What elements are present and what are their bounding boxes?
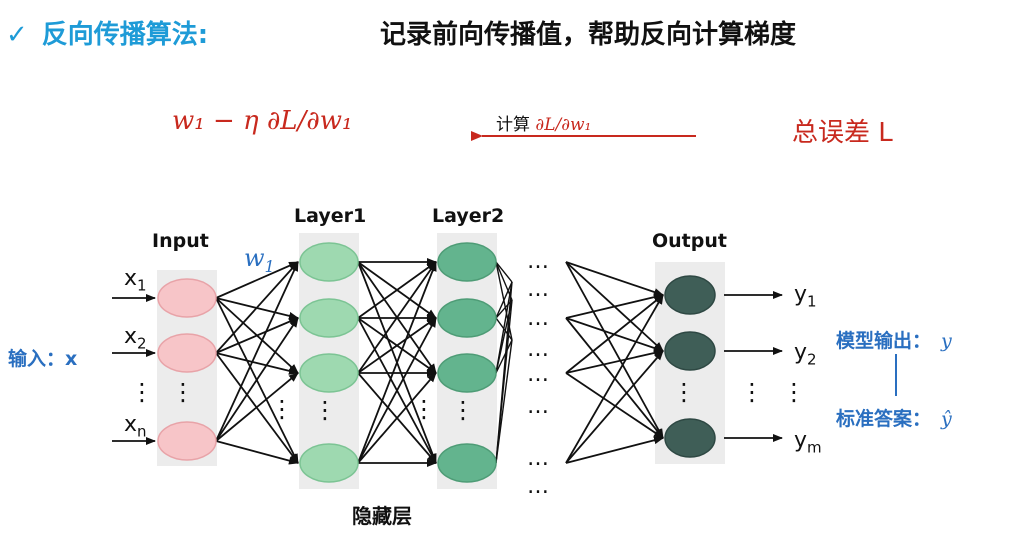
edge (565, 372, 664, 439)
edge (565, 261, 664, 296)
horizontal-ellipsis: … (527, 394, 549, 419)
edge (565, 261, 664, 439)
slide-title: 反向传播算法: (41, 20, 209, 50)
output-node (664, 331, 716, 371)
layer-title-layer1: Layer1 (294, 205, 367, 227)
connection-edges (215, 258, 664, 467)
ground-truth-label: 标准答案：ŷ (836, 408, 952, 430)
compute-gradient-label: 计算 ∂L/∂w₁ (496, 110, 591, 135)
output-label-ym: ym (794, 428, 822, 457)
output-node (664, 275, 716, 315)
vertical-ellipsis: ⋮ (313, 396, 337, 424)
edge (565, 294, 664, 374)
edge (565, 294, 664, 464)
compute-prefix: 计算 (496, 115, 530, 135)
vertical-ellipsis: ⋮ (171, 378, 195, 406)
title-left: ✓ 反向传播算法: (6, 14, 208, 51)
edge-partial (495, 299, 513, 464)
edge (565, 293, 664, 319)
layer-title-input: Input (152, 230, 209, 252)
edge (215, 261, 299, 299)
input-label-xn: xn (124, 412, 147, 441)
layer2-node (437, 242, 497, 282)
input-node (157, 278, 217, 318)
input-label-x2: x2 (124, 324, 147, 353)
model-output-label: 模型输出：y (836, 330, 952, 352)
edge-partial (495, 339, 513, 464)
layer-title-output: Output (652, 230, 727, 252)
layer-title-layer2: Layer2 (432, 205, 505, 227)
edge (357, 372, 437, 464)
ellipsis-marks: ⋮⋮⋮⋮⋮⋮⋮⋮⋮…………………… (130, 249, 806, 499)
edge (215, 352, 299, 375)
input-side-label: 输入：x (8, 348, 78, 370)
edge (215, 261, 299, 442)
edge (215, 317, 299, 354)
output-label-y1: y1 (794, 282, 817, 311)
edge (357, 261, 437, 464)
hidden-layer-label: 隐藏层 (352, 504, 412, 528)
horizontal-ellipsis: … (527, 362, 549, 387)
edge-partial (495, 261, 513, 283)
edge (565, 349, 664, 374)
vertical-ellipsis: ⋮ (270, 395, 294, 423)
edge (215, 261, 299, 354)
compute-expression: ∂L/∂w₁ (535, 115, 592, 135)
vertical-ellipsis: ⋮ (451, 396, 475, 424)
layer1-node (299, 353, 359, 393)
weight-update-formula: w₁ − η ∂L/∂w₁ (172, 106, 353, 136)
vertical-ellipsis: ⋮ (130, 378, 154, 406)
edge-partial (495, 299, 513, 319)
io-arrows (112, 291, 783, 445)
input-node (157, 333, 217, 373)
output-label-y2: y2 (794, 340, 817, 369)
horizontal-ellipsis: … (527, 337, 549, 362)
slide-subtitle: 记录前向传播值，帮助反向计算梯度 (380, 20, 797, 50)
layer1-node (299, 298, 359, 338)
edge (215, 317, 299, 442)
edge (357, 261, 437, 319)
total-error-label: 总误差 L (792, 118, 893, 148)
edge (215, 372, 299, 442)
layer2-node (437, 443, 497, 483)
edge (565, 350, 664, 464)
edge (565, 436, 664, 464)
layer1-node (299, 242, 359, 282)
edge-partial (495, 339, 513, 374)
edge (357, 317, 437, 464)
vertical-ellipsis: ⋮ (412, 395, 436, 423)
layer2-node (437, 298, 497, 338)
edge (357, 317, 437, 374)
weight-w1-label: w1 (244, 244, 275, 276)
vertical-ellipsis: ⋮ (782, 378, 806, 406)
network-nodes (157, 242, 716, 483)
edge (357, 261, 437, 374)
edge-partial (495, 281, 513, 319)
horizontal-ellipsis: … (527, 277, 549, 302)
layer2-node (437, 353, 497, 393)
horizontal-ellipsis: … (527, 249, 549, 274)
horizontal-ellipsis: … (527, 474, 549, 499)
vertical-ellipsis: ⋮ (672, 378, 696, 406)
output-node (664, 418, 716, 458)
horizontal-ellipsis: … (527, 306, 549, 331)
layer1-node (299, 443, 359, 483)
horizontal-ellipsis: … (527, 446, 549, 471)
edge (215, 440, 299, 465)
vertical-ellipsis: ⋮ (740, 378, 764, 406)
input-node (157, 421, 217, 461)
input-label-x1: x1 (124, 266, 147, 295)
check-bullet-icon: ✓ (6, 20, 28, 50)
